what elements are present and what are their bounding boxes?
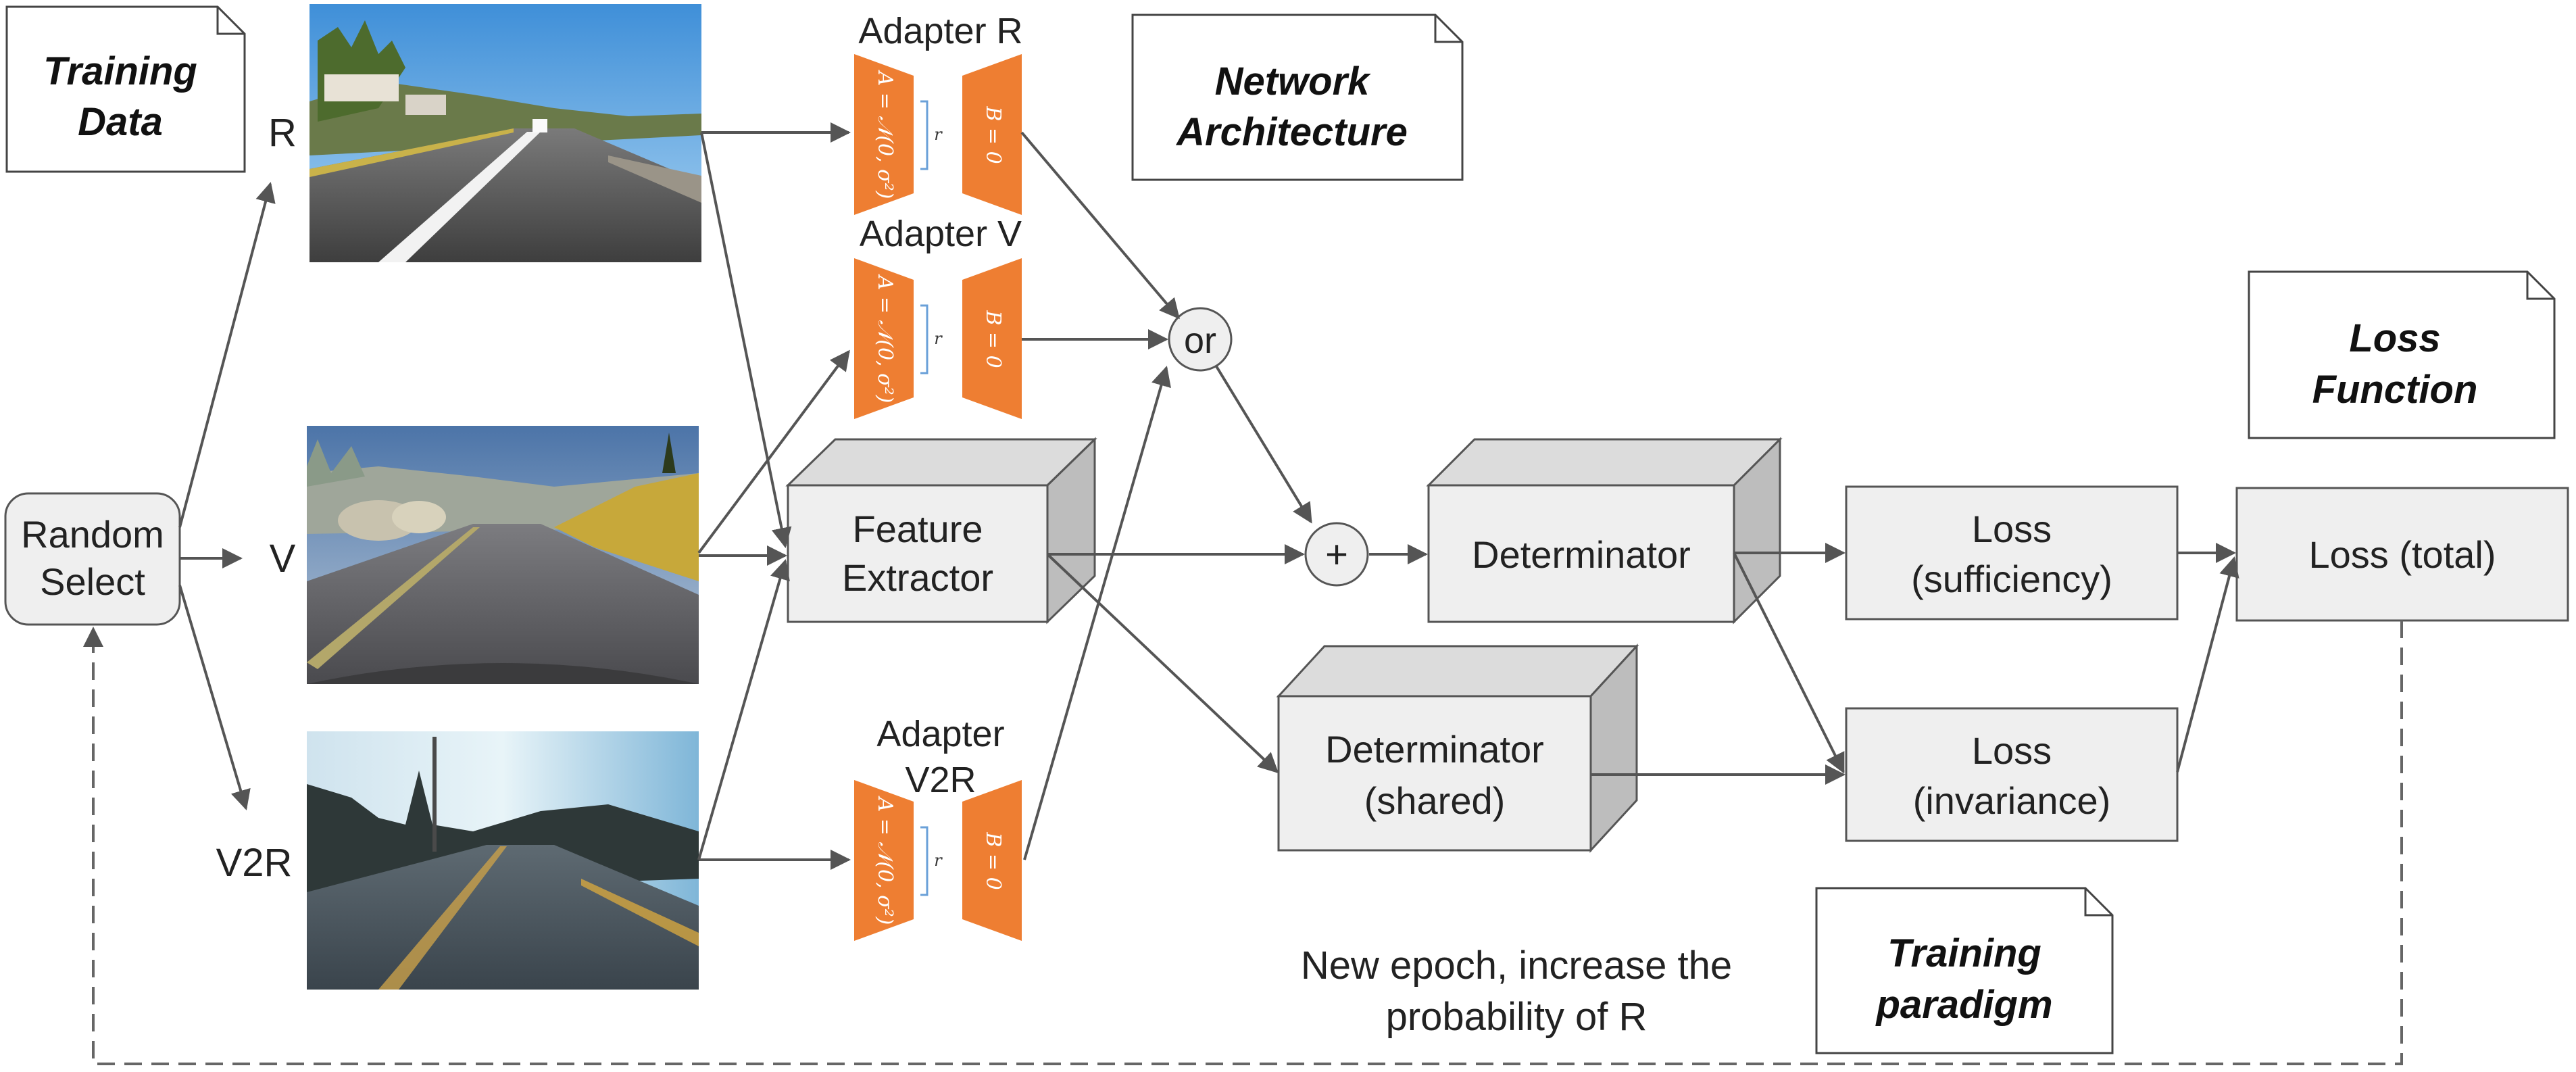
arrow-v2r-to-extractor: [697, 559, 790, 860]
adapter-v2r-rank: r: [934, 851, 943, 870]
loss-invariance-line1: Loss: [1972, 729, 2052, 772]
adapter-r-b-formula: B = 0: [981, 105, 1005, 164]
arrow-select-to-r: [178, 182, 276, 528]
loss-total-label: Loss (total): [2309, 533, 2496, 576]
note-training-paradigm-line1: Training: [1887, 931, 2041, 975]
loss-total-box: Loss (total): [2235, 487, 2569, 622]
arrow-select-to-v2r: [178, 585, 251, 810]
arrow-v-to-adapter-v: [697, 349, 850, 554]
loss-sufficiency-box: Loss (sufficiency): [1845, 485, 2179, 620]
plus-node: +: [1304, 522, 1369, 587]
domain-label-v2r: V2R: [216, 841, 293, 885]
adapter-v-rank: r: [934, 329, 943, 348]
note-loss-function: Loss Function: [2248, 270, 2556, 439]
note-training-paradigm-line2: paradigm: [1875, 983, 2052, 1027]
feature-extractor-line2: Extractor: [842, 556, 993, 599]
note-loss-function-line2: Function: [2312, 368, 2478, 412]
epoch-note-line1: New epoch, increase the: [1301, 944, 1732, 988]
arrow-adapter-v2r-to-or: [1023, 366, 1171, 860]
domain-label-v: V: [270, 537, 296, 581]
adapter-r-a-formula: A = 𝒩(0, σ²): [873, 70, 897, 199]
note-training-data-line2: Data: [78, 100, 163, 144]
arrow-extractor-to-shared: [1046, 553, 1279, 774]
adapter-v2r-title-line2: V2R: [905, 760, 976, 800]
arrow-or-to-plus: [1215, 365, 1312, 524]
arrow-feedback-loop: [83, 620, 2403, 1065]
adapter-v2r-a-formula: A = 𝒩(0, σ²): [873, 796, 897, 925]
adapter-v-b-formula: B = 0: [981, 310, 1005, 368]
arrow-r-to-extractor: [700, 132, 792, 548]
determinator-shared-block: Determinator (shared): [1276, 643, 1639, 853]
image-v2r-road: [307, 731, 699, 990]
domain-label-r: R: [268, 111, 297, 155]
note-training-data: Training Data: [5, 5, 246, 173]
connectors: [83, 122, 2403, 1065]
loss-sufficiency-line2: (sufficiency): [1911, 558, 2112, 600]
adapter-v: Adapter V A = 𝒩(0, σ²) B = 0 r: [854, 214, 1022, 419]
image-virtual-road: [307, 426, 699, 684]
loss-invariance-box: Loss (invariance): [1845, 707, 2179, 842]
note-training-data-line1: Training: [43, 49, 197, 93]
random-select-line2: Select: [40, 560, 145, 603]
determinator-label: Determinator: [1472, 533, 1691, 576]
note-loss-function-line1: Loss: [2349, 316, 2440, 360]
determinator-block: Determinator: [1426, 437, 1783, 625]
arrow-adapter-r-to-or: [1020, 131, 1180, 320]
plus-node-label: +: [1325, 533, 1348, 577]
or-node: or: [1168, 307, 1233, 372]
loss-invariance-line2: (invariance): [1913, 779, 2111, 822]
note-training-paradigm: Training paradigm: [1815, 887, 2114, 1054]
feature-extractor-line1: Feature: [853, 508, 983, 550]
adapter-r-title: Adapter R: [858, 11, 1022, 51]
random-select-box: Random Select: [4, 492, 181, 626]
epoch-note-line2: probability of R: [1386, 995, 1648, 1039]
determinator-shared-line1: Determinator: [1325, 728, 1544, 771]
or-node-label: or: [1184, 320, 1216, 361]
feature-extractor-block: Feature Extractor: [785, 437, 1097, 625]
random-select-line1: Random: [21, 513, 164, 556]
adapter-v-title: Adapter V: [860, 214, 1022, 254]
adapter-v2r: Adapter V2R A = 𝒩(0, σ²) B = 0 r: [854, 714, 1022, 941]
loss-sufficiency-line1: Loss: [1972, 508, 2052, 550]
arrow-determinator-to-invariance: [1733, 552, 1845, 774]
note-network-architecture-line2: Architecture: [1175, 110, 1408, 154]
adapter-v2r-title-line1: Adapter: [876, 714, 1004, 754]
note-network-architecture: Network Architecture: [1131, 14, 1464, 181]
adapter-v2r-b-formula: B = 0: [981, 831, 1005, 890]
adapter-r-rank: r: [934, 125, 943, 144]
note-network-architecture-line1: Network: [1215, 59, 1372, 103]
determinator-shared-line2: (shared): [1364, 779, 1506, 822]
image-real-road: [309, 4, 701, 262]
arrow-invariance-to-total: [2176, 556, 2239, 773]
adapter-v-a-formula: A = 𝒩(0, σ²): [873, 274, 897, 404]
adapter-r: Adapter R A = 𝒩(0, σ²) B = 0 r: [854, 11, 1023, 215]
